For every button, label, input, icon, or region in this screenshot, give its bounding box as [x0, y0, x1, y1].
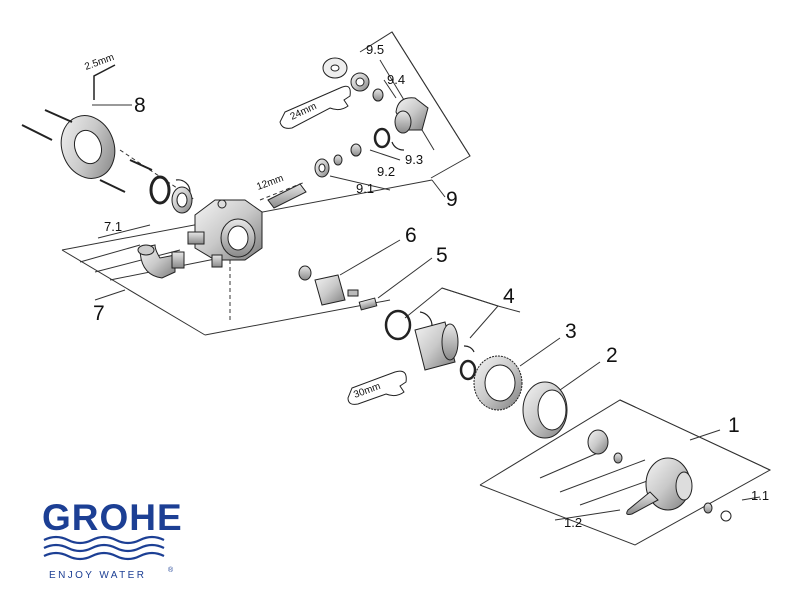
check-valve-parts: [314, 57, 429, 178]
wrench-24mm: [279, 85, 351, 129]
o-ring: [149, 175, 171, 205]
callout-3: 3: [565, 320, 577, 343]
elbow-fitting: [137, 244, 185, 279]
callout-1-2: 1.2: [564, 515, 582, 530]
handle-assembly: [587, 429, 732, 522]
hex-bar: [267, 183, 307, 209]
wrench-30mm: [347, 370, 407, 405]
hex-bar-size: 12mm: [255, 173, 285, 193]
seat-insert: [171, 186, 193, 214]
spindle: [358, 297, 378, 311]
callout-1: 1: [728, 414, 740, 437]
callout-9-5: 9.5: [366, 42, 384, 57]
callout-9-3: 9.3: [405, 152, 423, 167]
cartridge: [384, 309, 477, 381]
registered-mark: ®: [168, 566, 174, 574]
hex-key-size: 2.5mm: [83, 52, 115, 73]
callout-6: 6: [405, 224, 417, 247]
callout-2: 2: [606, 344, 618, 367]
callout-7-1: 7.1: [104, 219, 122, 234]
wave-icon: [43, 535, 165, 561]
callout-8: 8: [134, 94, 146, 117]
callout-9-2: 9.2: [377, 164, 395, 179]
callout-9-1: 9.1: [356, 181, 374, 196]
callout-7: 7: [93, 302, 105, 325]
callout-4: 4: [503, 285, 515, 308]
callout-5: 5: [436, 244, 448, 267]
valve-body: [187, 199, 263, 268]
brand-tagline: ENJOY WATER: [49, 570, 146, 581]
rotation-arrows: [175, 141, 475, 353]
callout-9-4: 9.4: [387, 72, 405, 87]
mounting-ring: [21, 109, 153, 193]
callout-9: 9: [446, 188, 458, 211]
brand-name: GROHE: [42, 497, 183, 538]
knurled-ring: [473, 355, 523, 411]
callout-1-1: 1.1: [751, 488, 769, 503]
hex-key: [93, 64, 116, 100]
cover-sleeve: [522, 381, 568, 439]
thermo-element: [298, 265, 359, 306]
brand-logo: GROHE ENJOY WATER ®: [42, 497, 183, 581]
